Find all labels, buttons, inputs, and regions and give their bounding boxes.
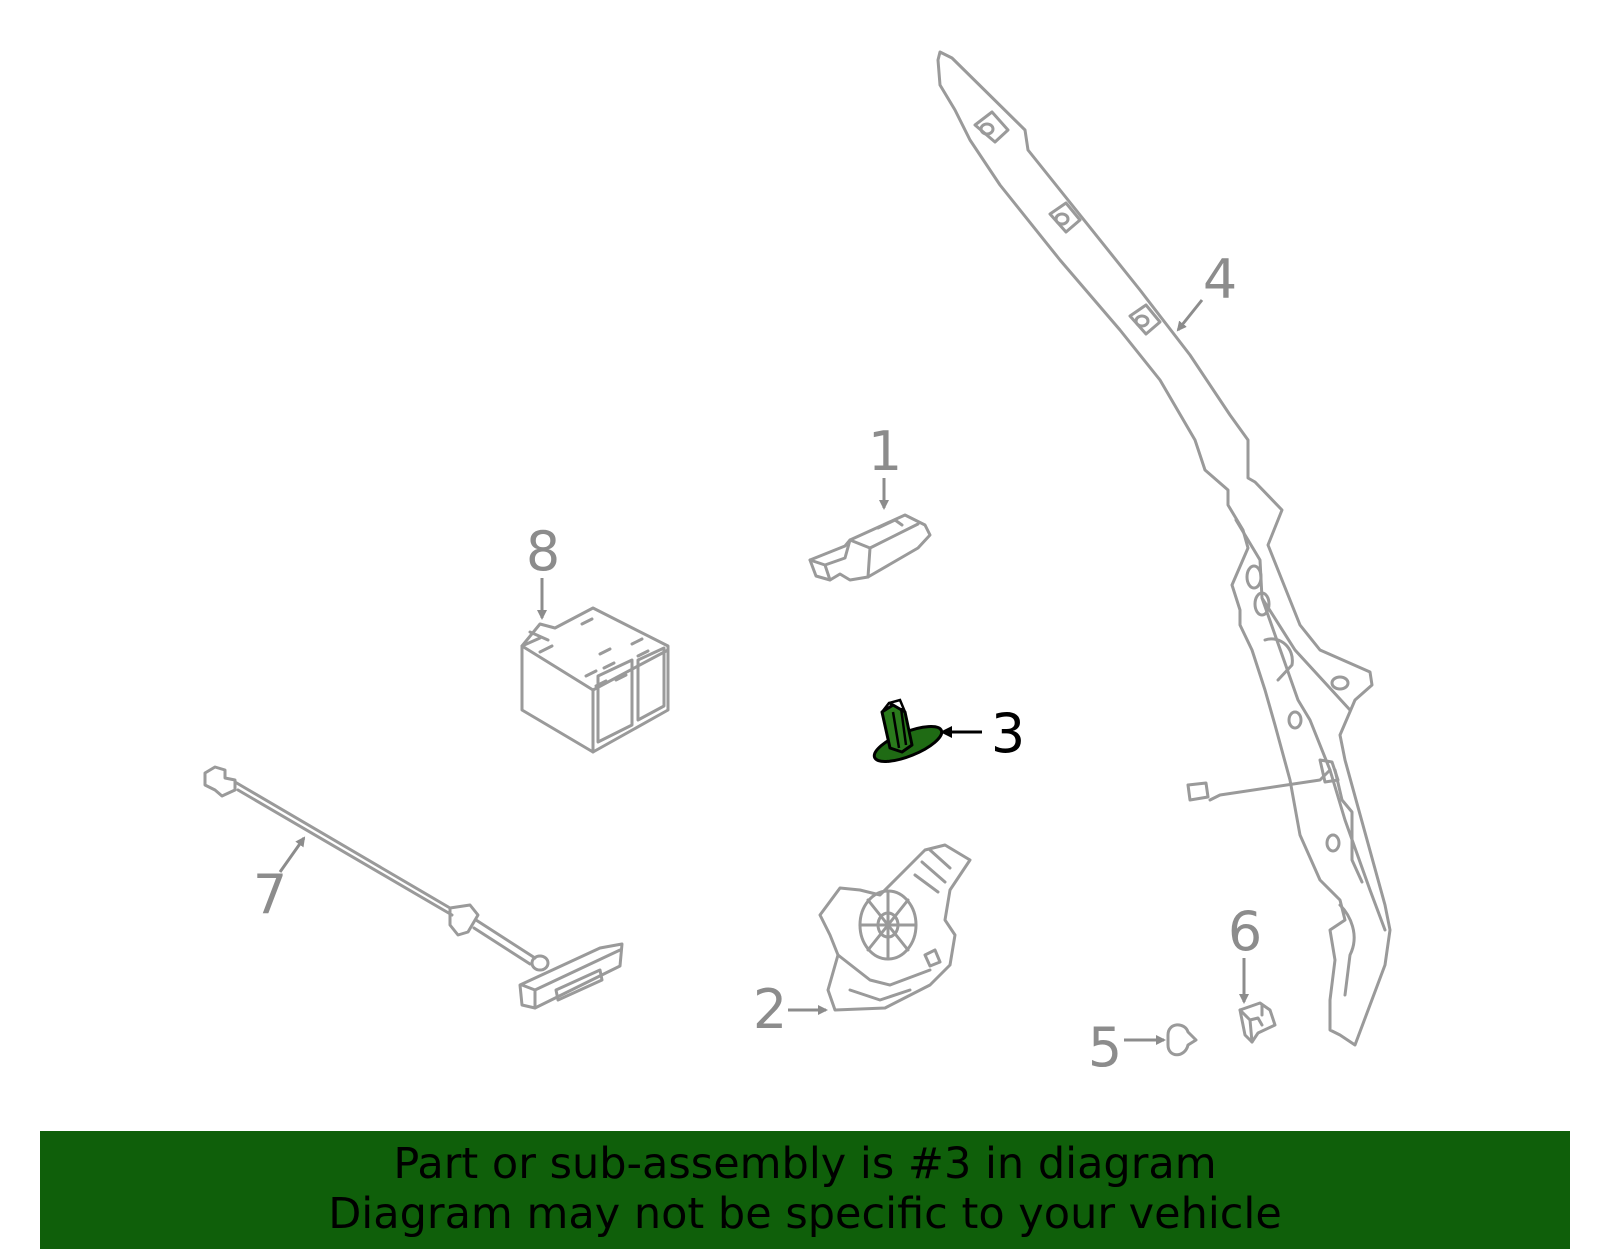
callout-3-label: 3: [991, 702, 1025, 765]
part-2-latch-actuator: [818, 843, 972, 1012]
part-4-pillar-trim: [936, 50, 1392, 1047]
callout-6-label: 6: [1228, 900, 1262, 963]
callout-4-arrow: [1176, 299, 1204, 332]
info-banner: Part or sub-assembly is #3 in diagram Di…: [40, 1131, 1570, 1249]
callout-1-label: 1: [868, 420, 902, 483]
callout-8-label: 8: [526, 520, 560, 583]
callout-7: 7: [253, 836, 306, 926]
callout-6: 6: [1228, 900, 1262, 1004]
callout-7-arrow: [278, 836, 306, 873]
callout-2: 2: [753, 978, 828, 1041]
banner-line-2: Diagram may not be specific to your vehi…: [328, 1189, 1282, 1239]
callout-4-label: 4: [1203, 248, 1237, 311]
banner-line-1: Part or sub-assembly is #3 in diagram: [393, 1139, 1217, 1189]
callout-4: 4: [1176, 248, 1237, 332]
callout-8: 8: [526, 520, 560, 620]
part-6-clip: [1238, 1001, 1277, 1044]
part-5-grommet: [1166, 1023, 1198, 1057]
part-7-release-cable: [203, 765, 624, 1010]
part-3-clip-highlighted: [872, 698, 944, 763]
callout-5-label: 5: [1088, 1016, 1122, 1079]
callout-1: 1: [868, 420, 902, 510]
callout-5: 5: [1088, 1016, 1166, 1079]
callout-2-label: 2: [753, 978, 787, 1041]
part-1-switch: [808, 513, 932, 582]
callout-3: 3: [940, 702, 1025, 765]
part-8-module: [520, 606, 670, 754]
callout-7-label: 7: [253, 863, 287, 926]
